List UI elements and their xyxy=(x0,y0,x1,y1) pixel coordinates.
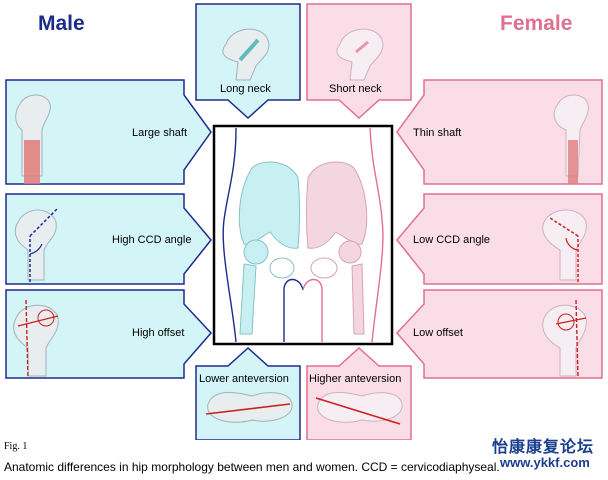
female-panel-anteversion: Higher anteversion xyxy=(306,346,412,440)
male-label-neck: Long neck xyxy=(220,83,271,95)
femur-ccd-low-icon xyxy=(542,209,587,282)
female-panel-ccd-angle: Low CCD angle xyxy=(396,193,603,285)
female-heading: Female xyxy=(500,12,572,35)
watermark-url: www.ykkf.com xyxy=(500,455,590,470)
watermark-title: 怡康康复论坛 xyxy=(492,437,595,456)
female-pelvis-icon xyxy=(306,161,368,335)
femur-axial-high-anteversion-icon xyxy=(315,392,403,425)
center-pelvis-panel xyxy=(212,124,394,346)
hip-morphology-diagram: Male Female Large shaft High CCD angle H… xyxy=(5,3,603,440)
male-silhouette-line xyxy=(222,127,237,343)
femur-thin-shaft-icon xyxy=(553,94,589,184)
female-label-neck: Short neck xyxy=(329,83,382,95)
figure-label: Fig. 1 xyxy=(4,441,28,452)
male-panel-offset: High offset xyxy=(5,289,213,379)
male-panel-large-shaft: Large shaft xyxy=(5,79,212,185)
femur-shaft-icon xyxy=(15,94,51,184)
male-panel-long-neck: Long neck xyxy=(195,3,301,120)
femur-short-neck-icon xyxy=(336,28,384,81)
female-label-shaft: Thin shaft xyxy=(413,127,461,139)
male-pelvis-icon xyxy=(238,161,300,335)
female-label-anteversion: Higher anteversion xyxy=(309,373,401,385)
male-panel-ccd-angle: High CCD angle xyxy=(5,193,212,285)
male-panel-anteversion: Lower anteversion xyxy=(195,346,301,440)
female-panel-short-neck: Short neck xyxy=(306,3,412,120)
female-panel-thin-shaft: Thin shaft xyxy=(396,79,603,185)
femur-offset-high-icon xyxy=(13,299,59,379)
femur-long-neck-icon xyxy=(222,28,270,81)
female-label-offset: Low offset xyxy=(413,327,463,339)
femur-ccd-high-icon xyxy=(14,207,59,282)
femur-axial-low-anteversion-icon xyxy=(205,392,293,423)
female-silhouette-line xyxy=(369,127,384,343)
female-label-ccd: Low CCD angle xyxy=(413,234,490,246)
male-label-ccd: High CCD angle xyxy=(112,234,191,246)
male-label-offset: High offset xyxy=(132,327,184,339)
femur-offset-low-icon xyxy=(542,299,587,379)
male-heading: Male xyxy=(38,12,85,35)
figure-caption: Anatomic differences in hip morphology b… xyxy=(4,460,500,474)
female-panel-offset: Low offset xyxy=(395,289,603,379)
male-label-anteversion: Lower anteversion xyxy=(199,373,289,385)
male-label-shaft: Large shaft xyxy=(132,127,187,139)
